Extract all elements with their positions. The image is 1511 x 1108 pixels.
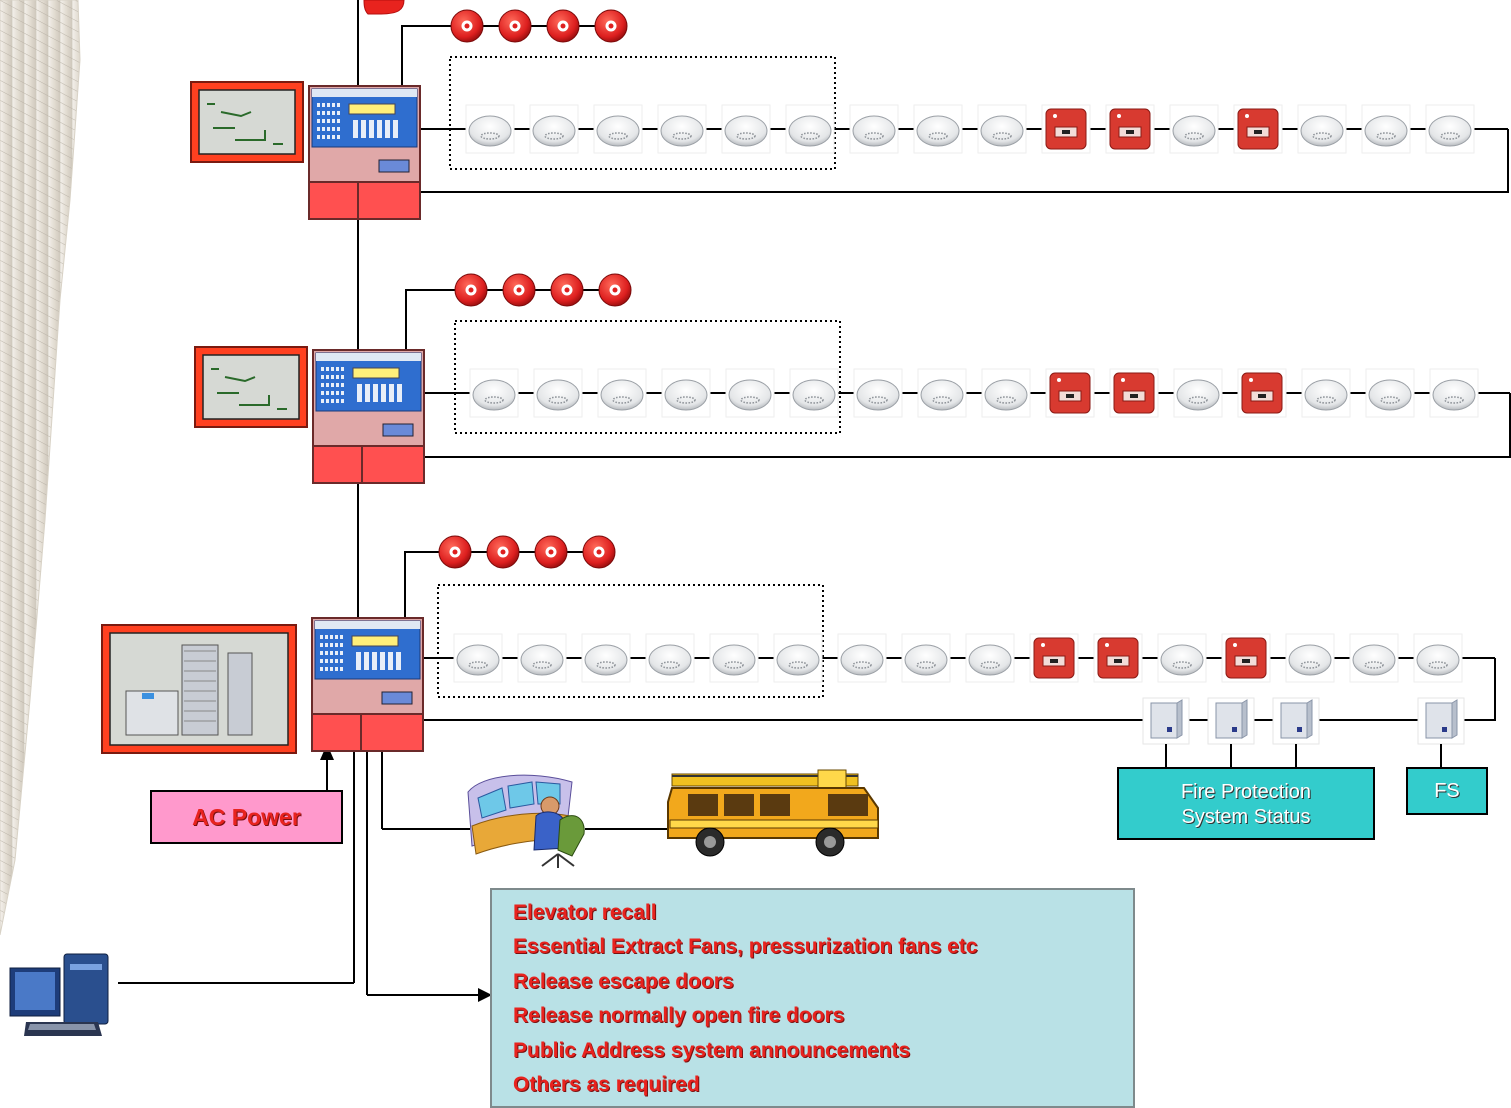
sounder-icon [498, 9, 532, 43]
smoke-detector-icon [661, 368, 711, 418]
smoke-detector-icon [533, 368, 583, 418]
sounder-icon [550, 273, 584, 307]
smoke-detector-icon [977, 104, 1027, 154]
interface-module-icon [1417, 697, 1465, 745]
smoke-detector-icon [657, 104, 707, 154]
manual-call-point-icon [1105, 104, 1155, 154]
smoke-detector-icon [581, 633, 631, 683]
smoke-detector-icon [901, 633, 951, 683]
mimic-display-icon [101, 624, 297, 754]
fire-protection-status-label: Fire Protection System Status [1117, 767, 1375, 840]
zone-outline [454, 320, 841, 434]
smoke-detector-icon [1429, 368, 1479, 418]
smoke-detector-icon [1365, 368, 1415, 418]
smoke-detector-icon [917, 368, 967, 418]
smoke-detector-icon [465, 104, 515, 154]
fire-truck-icon [667, 769, 879, 857]
fire-protection-status-line: Fire Protection [1180, 781, 1312, 803]
action-item: Release normally open fire doors [513, 1004, 845, 1028]
manual-call-point-icon [1045, 368, 1095, 418]
fs-label: FS [1406, 767, 1488, 815]
smoke-detector-icon [913, 104, 963, 154]
smoke-detector-icon [593, 104, 643, 154]
smoke-detector-icon [837, 633, 887, 683]
smoke-detector-icon [597, 368, 647, 418]
manual-call-point-icon [1041, 104, 1091, 154]
alert-fragment [363, 0, 405, 15]
mimic-display-icon [190, 81, 304, 163]
action-item: Others as required [513, 1073, 700, 1097]
fire-protection-status-line: System Status [1181, 806, 1311, 828]
control-panel-icon [312, 349, 425, 484]
smoke-detector-icon [1425, 104, 1475, 154]
sounder-icon [546, 9, 580, 43]
smoke-detector-icon [965, 633, 1015, 683]
sounder-icon [582, 535, 616, 569]
control-room-operator-icon [467, 774, 585, 868]
smoke-detector-icon [1157, 633, 1207, 683]
smoke-detector-icon [1285, 633, 1335, 683]
manual-call-point-icon [1221, 633, 1271, 683]
smoke-detector-icon [853, 368, 903, 418]
action-item: Essential Extract Fans, pressurization f… [513, 935, 978, 959]
action-item: Release escape doors [513, 969, 734, 993]
manual-call-point-icon [1109, 368, 1159, 418]
sounder-icon [598, 273, 632, 307]
zone-outline [449, 56, 836, 170]
sounder-icon [534, 535, 568, 569]
sounder-icon [450, 9, 484, 43]
sounder-icon [438, 535, 472, 569]
smoke-detector-icon [453, 633, 503, 683]
smoke-detector-icon [469, 368, 519, 418]
smoke-detector-icon [709, 633, 759, 683]
actions-arrowhead [478, 988, 492, 1002]
interface-module-icon [1272, 697, 1320, 745]
ac-power-label: AC Power [150, 790, 343, 844]
smoke-detector-icon [981, 368, 1031, 418]
smoke-detector-icon [725, 368, 775, 418]
smoke-detector-icon [721, 104, 771, 154]
interface-module-icon [1142, 697, 1190, 745]
smoke-detector-icon [1349, 633, 1399, 683]
smoke-detector-icon [785, 104, 835, 154]
action-item: Public Address system announcements [513, 1038, 911, 1062]
smoke-detector-icon [1361, 104, 1411, 154]
smoke-detector-icon [645, 633, 695, 683]
control-panel-icon [311, 617, 424, 752]
smoke-detector-icon [1297, 104, 1347, 154]
smoke-detector-icon [773, 633, 823, 683]
interface-actions-box: Elevator recall Essential Extract Fans, … [490, 888, 1135, 1108]
smoke-detector-icon [517, 633, 567, 683]
floor-level [194, 273, 1511, 484]
smoke-detector-icon [1173, 368, 1223, 418]
control-panel-icon [308, 85, 421, 220]
sounder-circuit [405, 289, 471, 350]
sounder-icon [502, 273, 536, 307]
sounder-icon [454, 273, 488, 307]
smoke-detector-icon [529, 104, 579, 154]
sounder-icon [594, 9, 628, 43]
smoke-detector-icon [1413, 633, 1463, 683]
sounder-circuit [404, 551, 455, 618]
zone-outline [437, 584, 824, 698]
sounder-circuit [401, 25, 467, 86]
building-facade [0, 0, 81, 936]
floor-level [190, 9, 1509, 220]
smoke-detector-icon [849, 104, 899, 154]
smoke-detector-icon [1169, 104, 1219, 154]
manual-call-point-icon [1093, 633, 1143, 683]
action-item: Elevator recall [513, 901, 657, 924]
interface-module-icon [1207, 697, 1255, 745]
mimic-display-icon [194, 346, 308, 428]
smoke-detector-icon [789, 368, 839, 418]
manual-call-point-icon [1029, 633, 1079, 683]
manual-call-point-icon [1237, 368, 1287, 418]
workstation-icon [9, 953, 109, 1036]
manual-call-point-icon [1233, 104, 1283, 154]
smoke-detector-icon [1301, 368, 1351, 418]
sounder-icon [486, 535, 520, 569]
floor-level [101, 535, 1496, 754]
